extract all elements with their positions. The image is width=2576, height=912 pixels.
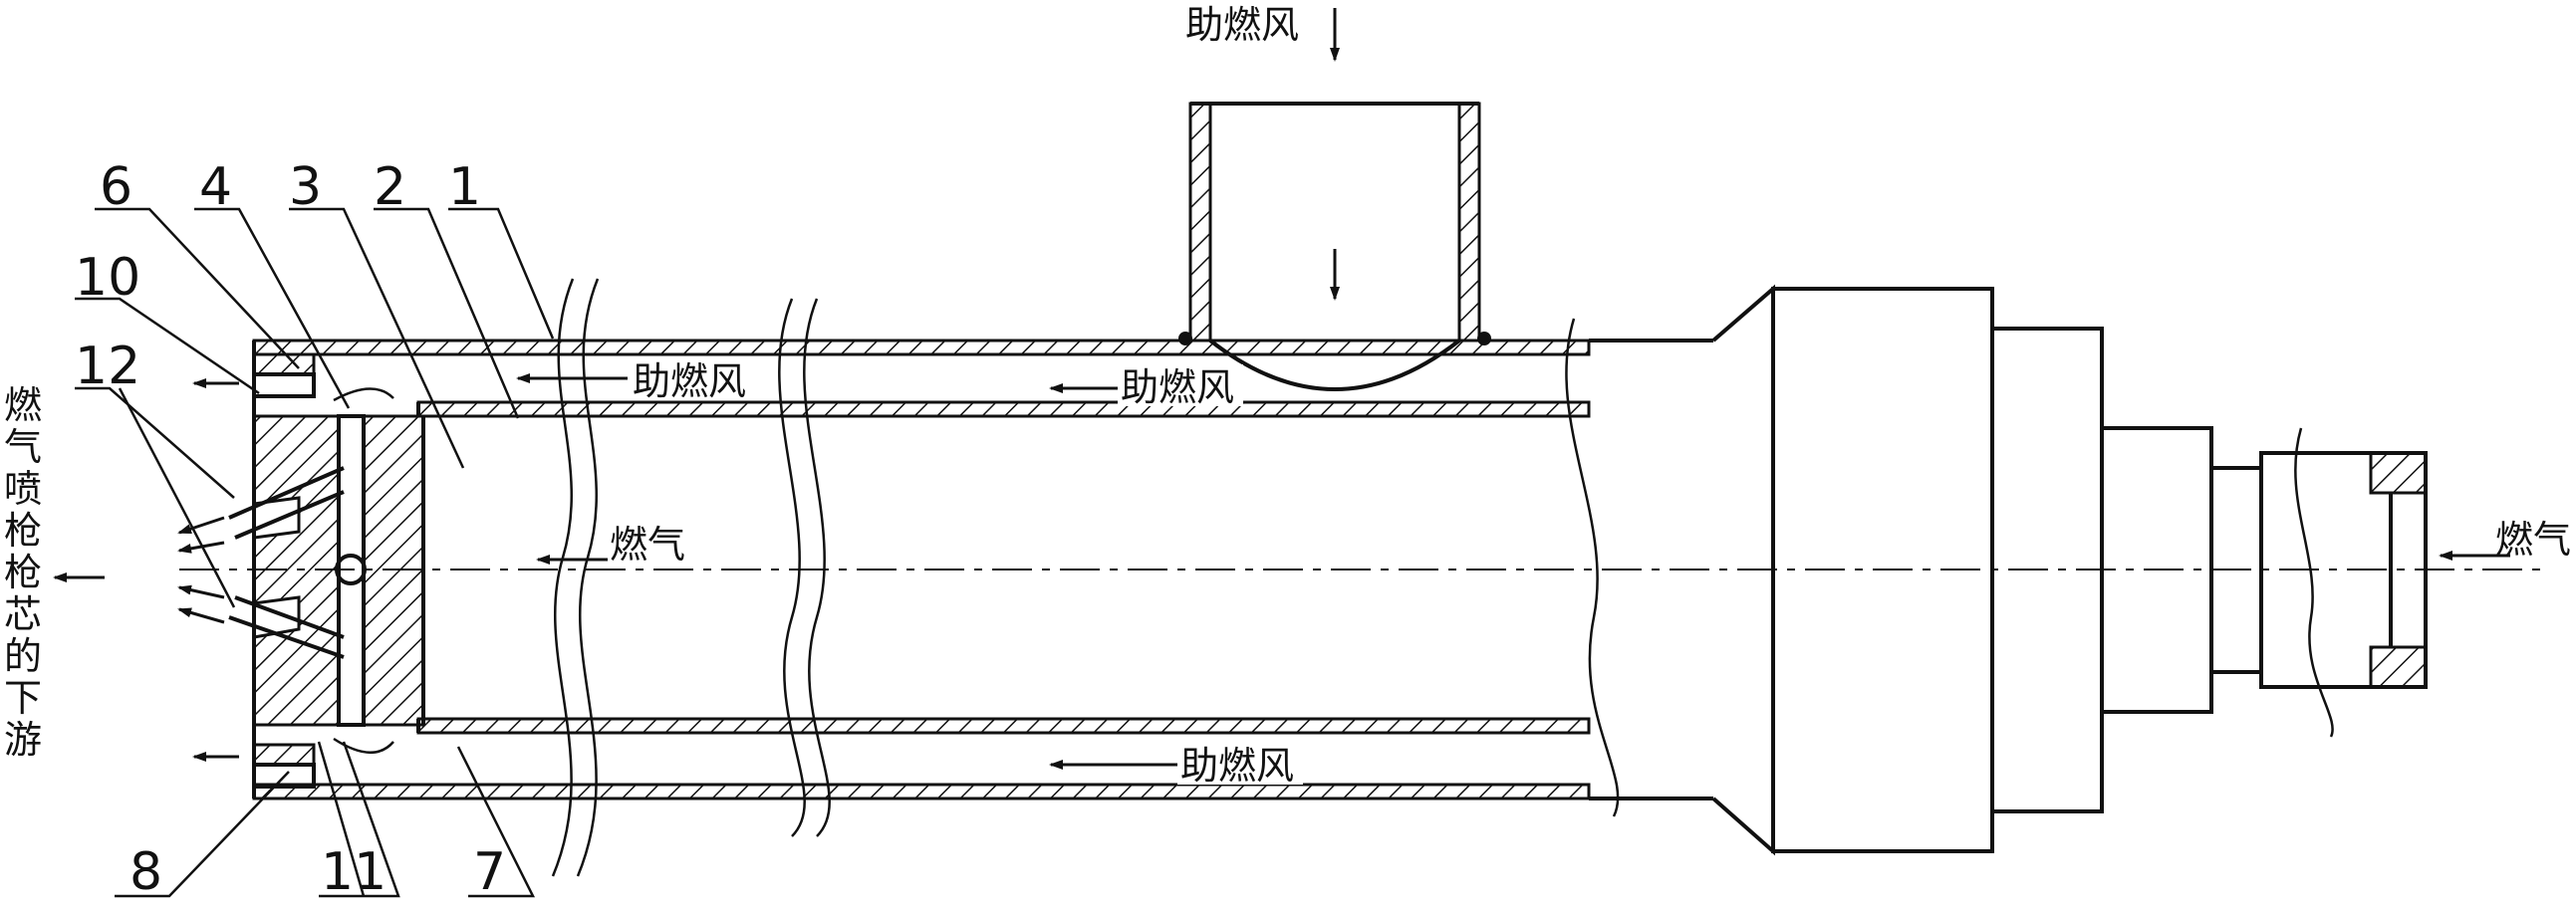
air-main-label: 助燃风 (633, 359, 746, 403)
gas-center-label: 燃气 (610, 523, 685, 567)
part-11: 11 (321, 842, 386, 902)
air-inner-top-label: 助燃风 (1121, 365, 1234, 409)
part-10: 10 (75, 248, 140, 308)
air-inlet-pipe (1178, 102, 1491, 391)
svg-text:游: 游 (4, 718, 42, 762)
svg-text:气: 气 (4, 425, 42, 469)
downstream-label: 燃 气 喷 枪 枪 芯 的 下 游 (4, 383, 42, 762)
svg-text:芯: 芯 (4, 592, 42, 636)
part-leaders-top (75, 207, 555, 608)
air-top-label: 助燃风 (1185, 3, 1299, 47)
svg-text:燃: 燃 (4, 383, 42, 427)
svg-text:枪: 枪 (4, 509, 42, 553)
svg-text:的: 的 (4, 634, 42, 678)
part-6: 6 (100, 157, 132, 217)
part-7: 7 (473, 842, 506, 902)
svg-text:枪: 枪 (4, 551, 42, 594)
part-8: 8 (129, 842, 162, 902)
break-lines (551, 278, 2334, 877)
part-3: 3 (289, 157, 322, 217)
rear-body (1589, 284, 2428, 856)
outer-tube (252, 339, 1591, 800)
part-12: 12 (75, 337, 140, 396)
part-4: 4 (199, 157, 232, 217)
flow-arrows (53, 8, 2510, 770)
svg-text:下: 下 (4, 676, 42, 720)
svg-text:喷: 喷 (4, 467, 42, 511)
part-leaders-bottom (115, 741, 536, 898)
gas-inlet-label: 燃气 (2495, 518, 2571, 562)
gun-head (228, 352, 425, 789)
air-inner-bottom-label: 助燃风 (1180, 744, 1294, 788)
part-1: 1 (448, 157, 481, 217)
part-2: 2 (374, 157, 406, 217)
